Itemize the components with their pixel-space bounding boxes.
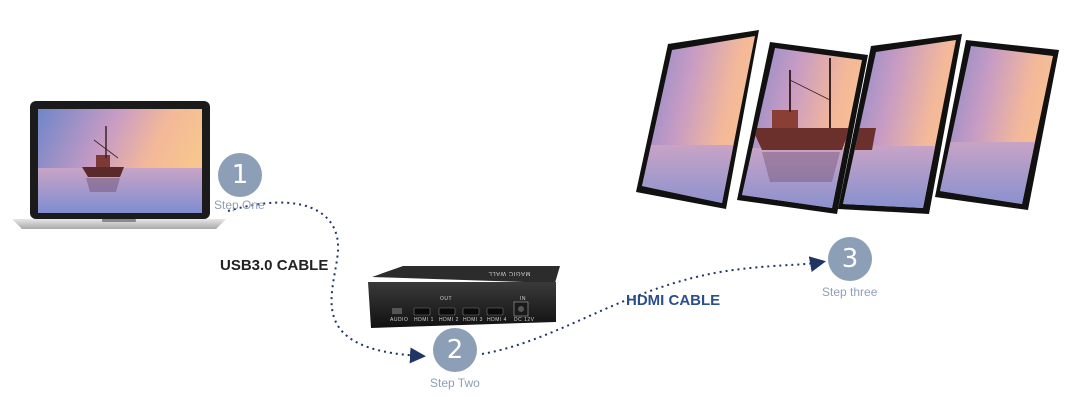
port-label-dc: DC 12V xyxy=(514,317,535,323)
magic-wall-controller xyxy=(368,266,560,328)
step-3-label: Step three xyxy=(822,285,878,299)
hdmi-1-port xyxy=(413,307,431,316)
step-1-label: Step One xyxy=(214,198,265,212)
device-front xyxy=(368,282,556,328)
display-4 xyxy=(935,40,1059,210)
device-out-label: OUT xyxy=(440,296,453,302)
port-label-audio: AUDIO xyxy=(390,317,409,323)
device-in-label: IN xyxy=(520,296,526,302)
laptop-notch xyxy=(102,219,136,222)
step-2-label: Step Two xyxy=(430,376,480,390)
hdmi-3-port xyxy=(462,307,480,316)
step-3-badge: 3 xyxy=(828,237,872,281)
device-top xyxy=(372,266,560,283)
hdmi-2-port xyxy=(438,307,456,316)
ship-icon xyxy=(82,126,124,192)
hdmi-4-port xyxy=(486,307,504,316)
usb-cable-label: USB3.0 CABLE xyxy=(220,257,329,274)
dc-jack xyxy=(518,306,524,312)
device-brand: MAGIC WALL xyxy=(488,270,531,276)
laptop xyxy=(12,101,226,229)
port-label-hdmi-3: HDMI 3 xyxy=(463,317,483,323)
hdmi-cable-label: HDMI CABLE xyxy=(626,292,721,309)
step-1-badge: 1 xyxy=(218,153,262,197)
hdmi-cable-line xyxy=(481,256,826,355)
laptop-base xyxy=(12,219,226,229)
port-label-hdmi-2: HDMI 2 xyxy=(439,317,459,323)
port-label-hdmi-4: HDMI 4 xyxy=(487,317,507,323)
display-2 xyxy=(737,42,868,214)
video-wall-displays xyxy=(636,30,1059,214)
audio-port xyxy=(392,308,402,314)
usb-cable-line xyxy=(227,201,426,364)
port-label-hdmi-1: HDMI 1 xyxy=(414,317,434,323)
step-2-badge: 2 xyxy=(433,328,477,372)
